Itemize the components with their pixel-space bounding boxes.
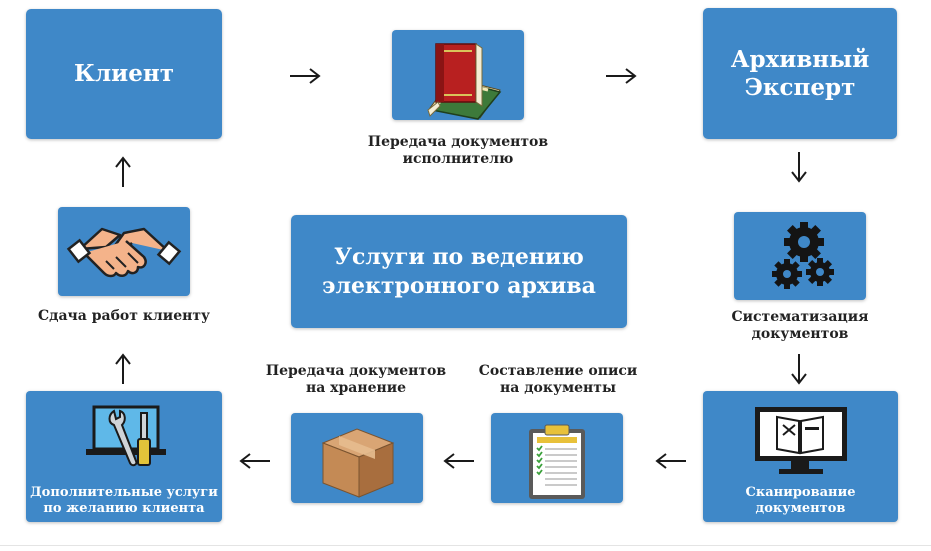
book-icon — [427, 43, 502, 120]
bottom-divider — [0, 545, 931, 546]
scanning-caption-line1: Сканирование — [745, 485, 856, 500]
monitor-scan-icon — [755, 407, 847, 474]
center-title-line2: электронного архива — [322, 272, 596, 299]
inventory-caption-line1: Составление описи — [478, 363, 638, 379]
handover-caption-line1: Сдача работ клиенту — [38, 308, 210, 324]
transfer-docs-caption-line2: исполнителю — [402, 151, 514, 167]
clipboard-icon — [529, 424, 585, 499]
arrow-right-icon — [606, 68, 637, 84]
box-icon — [321, 428, 395, 498]
center-title-node: Услуги по ведению электронного архива — [291, 215, 627, 328]
handover-icon-box — [58, 207, 190, 296]
systematization-caption-line1: Систематизация — [731, 309, 869, 325]
scanning-caption: Сканирование документов — [703, 485, 898, 517]
client-node: Клиент — [26, 9, 222, 139]
additional-caption-line1: Дополнительные услуги — [30, 485, 218, 500]
arrow-right-icon — [290, 68, 321, 84]
storage-caption: Передача документов на хранение — [246, 363, 466, 397]
transfer-docs-caption: Передача документов исполнителю — [348, 134, 568, 168]
arrow-left-icon — [655, 453, 686, 469]
center-title-line1: Услуги по ведению — [334, 243, 584, 270]
arrow-down-icon — [791, 152, 807, 183]
expert-label-line2: Эксперт — [744, 73, 856, 101]
systematization-icon-box — [734, 212, 866, 300]
gears-icon — [772, 222, 834, 289]
arrow-up-icon — [115, 156, 131, 187]
expert-node: Архивный Эксперт — [703, 8, 897, 139]
storage-caption-line2: на хранение — [305, 380, 407, 396]
client-label: Клиент — [74, 60, 174, 87]
handshake-icon — [66, 227, 182, 278]
systematization-caption: Систематизация документов — [700, 309, 900, 343]
storage-caption-line1: Передача документов — [265, 363, 447, 379]
tools-monitor-icon — [86, 405, 166, 467]
additional-node: Дополнительные услуги по желанию клиента — [26, 391, 222, 522]
inventory-caption: Составление описи на документы — [458, 363, 658, 397]
handover-caption: Сдача работ клиенту — [14, 308, 234, 325]
scanning-node: Сканирование документов — [703, 391, 898, 522]
transfer-docs-caption-line1: Передача документов — [367, 134, 549, 150]
scanning-caption-line2: документов — [755, 501, 846, 516]
inventory-caption-line2: на документы — [500, 380, 616, 396]
transfer-docs-icon-box — [392, 30, 524, 120]
arrow-left-icon — [443, 453, 474, 469]
additional-caption-line2: по желанию клиента — [43, 501, 205, 516]
additional-caption: Дополнительные услуги по желанию клиента — [26, 485, 222, 517]
systematization-caption-line2: документов — [751, 326, 849, 342]
inventory-icon-box — [491, 413, 623, 503]
expert-label-line1: Архивный — [730, 45, 870, 73]
arrow-up-icon — [115, 353, 131, 384]
arrow-left-icon — [239, 453, 270, 469]
storage-icon-box — [291, 413, 423, 503]
arrow-down-icon — [791, 354, 807, 385]
